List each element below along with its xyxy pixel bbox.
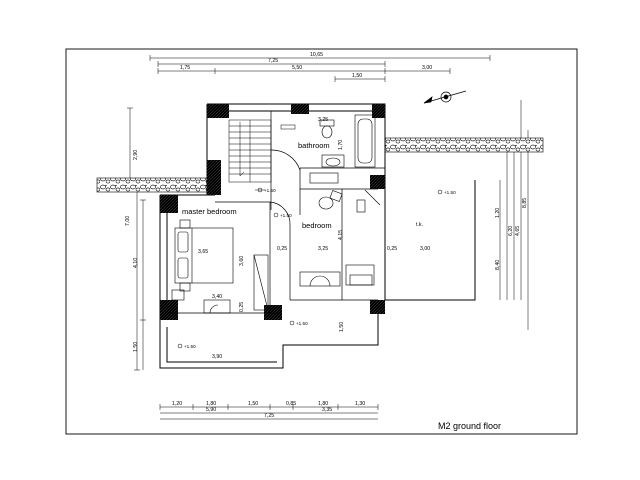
room-label-bathroom: bathroom	[298, 141, 330, 150]
master-wardrobe	[203, 254, 269, 314]
dim-left-d: 1,50	[133, 342, 139, 352]
level-bedroom: +1.50	[280, 213, 292, 218]
left-dimensions	[127, 107, 146, 371]
dim-row3-c: 3,00	[422, 65, 432, 71]
structural-columns	[160, 104, 385, 320]
level-master: +1.50	[296, 321, 308, 326]
dim-bottom-row2-b: 3,35	[322, 407, 332, 413]
level-marker-icon	[255, 187, 265, 193]
bathroom-walls	[270, 111, 385, 215]
bedroom-door	[356, 189, 381, 213]
dim-left-b: 7,00	[125, 216, 131, 226]
dim-left-c: 4,10	[133, 258, 139, 268]
dim-bedroom-height: 4,15	[338, 230, 344, 240]
level-east: +1.50	[444, 190, 456, 195]
level-terrace: +1.50	[184, 344, 196, 349]
bedroom-wardrobe	[299, 264, 375, 287]
drawing-title: M2 ground floor	[438, 421, 501, 431]
dim-master-width2: 3,40	[212, 294, 222, 300]
dresser-icon	[171, 289, 185, 301]
sheet-border	[65, 48, 578, 435]
staircase	[228, 119, 272, 183]
dim-bath-width: 3,25	[318, 117, 328, 123]
dim-bottom-row3: 7,25	[264, 413, 274, 419]
room-label-master-bedroom: master bedroom	[182, 207, 237, 216]
dim-master-height: 3,60	[239, 256, 245, 266]
dim-right-a: 1,20	[495, 208, 501, 218]
level-marker-icon	[177, 343, 183, 349]
dim-wall-a: 0,25	[239, 302, 245, 312]
dim-bedroom-width: 3,25	[318, 246, 328, 252]
dim-east-width: 3,00	[420, 246, 430, 252]
dim-bath-height: 1,70	[338, 140, 344, 150]
dim-lower-height: 1,50	[339, 322, 345, 332]
towel-rail-icon	[280, 124, 296, 130]
washbasin-icon	[321, 154, 345, 168]
dim-left-a: 2,90	[133, 150, 139, 160]
dim-right-d: 8,85	[522, 198, 528, 208]
master-bedroom-walls	[167, 201, 291, 314]
level-marker-icon	[289, 320, 295, 326]
level-marker-icon	[437, 189, 443, 195]
dim-row3-b: 5,50	[292, 65, 302, 71]
dim-right-c: 4,65	[515, 226, 521, 236]
bed-icon	[174, 219, 234, 292]
dim-bottom-4: 0,85	[286, 401, 296, 407]
dim-overall-width: 10,65	[310, 52, 323, 58]
bottom-dimensions	[159, 404, 379, 420]
dim-wall-b: 0,25	[277, 246, 287, 252]
dim-bottom-row2-a: 5,90	[206, 407, 216, 413]
dim-row2-width: 7,25	[268, 58, 278, 64]
dim-right-b: 6,20	[508, 226, 514, 236]
dim-bottom-5: 1,80	[318, 401, 328, 407]
right-dimensions	[499, 100, 529, 330]
dim-row3-a: 1,75	[180, 65, 190, 71]
dim-bottom-6: 1,30	[355, 401, 365, 407]
dim-wall-c: 0,25	[387, 246, 397, 252]
dim-bottom-3: 1,50	[248, 401, 258, 407]
room-label-bedroom: bedroom	[302, 221, 332, 230]
dim-right-e: 8,40	[495, 260, 501, 270]
top-dimensions	[149, 55, 491, 82]
dim-bottom-1: 1,20	[172, 401, 182, 407]
bathtub-icon	[354, 114, 376, 168]
dim-row4: 1,50	[352, 73, 362, 79]
retaining-wall-left	[96, 177, 216, 193]
bedroom-walls	[289, 188, 378, 301]
level-marker-icon	[273, 212, 279, 218]
north-arrow-icon	[423, 90, 467, 104]
dim-bottom-2: 1,80	[206, 401, 216, 407]
room-label-terrace: t.k.	[416, 222, 423, 228]
retaining-wall-right	[384, 137, 544, 153]
toilet-icon	[319, 119, 335, 139]
level-stair: +1.50	[264, 188, 276, 193]
dim-master-width: 3,65	[198, 249, 208, 255]
desk-chair-icon	[309, 172, 343, 210]
dim-bottom-width: 3,90	[212, 354, 222, 360]
